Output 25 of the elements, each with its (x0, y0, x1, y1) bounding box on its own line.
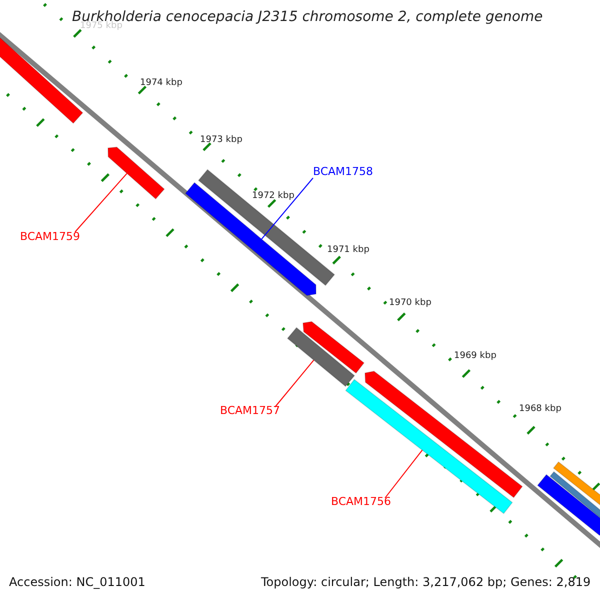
gene-label: BCAM1759 (20, 231, 80, 242)
gene-label: BCAM1756 (331, 496, 392, 507)
gene-label: BCAM1758 (313, 166, 374, 177)
leader-line (261, 178, 314, 240)
gene-bar (549, 471, 600, 520)
leader-line (384, 450, 423, 498)
gene-bar (552, 461, 600, 507)
accession-text: Accession: NC_011001 (9, 576, 146, 588)
leader-line (274, 360, 314, 408)
gene-bar (536, 474, 600, 536)
scale-label: 1974 kbp (140, 79, 182, 88)
scale-label: 1969 kbp (454, 352, 496, 361)
scale-label: 1972 kbp (252, 192, 294, 201)
gene-bar (286, 326, 356, 388)
gene-bar (184, 182, 316, 296)
leader-line (74, 172, 128, 232)
scale-label: 1968 kbp (519, 405, 562, 414)
scale-label: 1971 kbp (327, 246, 370, 255)
genome-summary-text: Topology: circular; Length: 3,217,062 bp; Genes: 2,819 (261, 576, 591, 588)
gene-bar (107, 146, 165, 200)
gene-label: BCAM1757 (220, 405, 280, 416)
scale-label: 1973 kbp (200, 136, 242, 145)
scale-label: 1975 kbp (80, 22, 122, 31)
scale-label: 1970 kbp (389, 299, 432, 308)
gene-bar (302, 321, 365, 374)
